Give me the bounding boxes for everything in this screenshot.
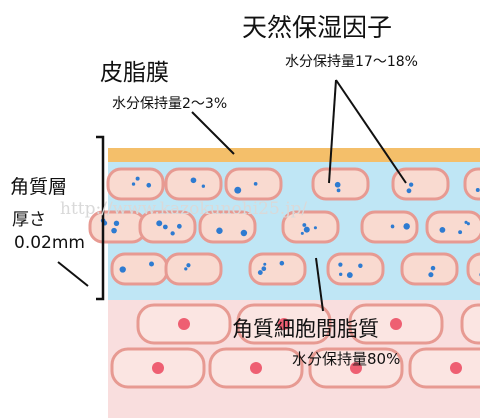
corneocyte <box>391 167 450 201</box>
nmf-leader-line-right <box>335 79 407 184</box>
nmf-dot <box>253 181 258 186</box>
nmf-dot <box>458 230 463 235</box>
nmf-dot <box>439 227 446 233</box>
stratum-corneum-title: 角質層 <box>10 176 67 198</box>
nmf-water-retention: 水分保持量17～18% <box>285 54 418 70</box>
lower-cell <box>460 303 480 345</box>
nmf-dot <box>464 220 468 224</box>
thickness-bracket <box>96 135 105 301</box>
corneocyte <box>248 252 307 286</box>
cell-nucleus <box>278 318 290 330</box>
corneocyte <box>463 167 480 201</box>
nmf-dot <box>184 267 188 271</box>
corneocyte-cells <box>88 167 480 286</box>
nmf-dot <box>313 226 317 230</box>
cell-nucleus <box>390 318 402 330</box>
nmf-title: 天然保湿因子 <box>242 13 392 42</box>
nmf-dot <box>346 272 353 278</box>
sebum-leader-line <box>191 111 235 155</box>
nmf-dot <box>406 188 412 194</box>
nmf-dot <box>201 184 205 188</box>
sebum-title: 皮脂膜 <box>100 60 169 86</box>
nmf-dot <box>430 265 436 271</box>
corneocyte <box>311 167 370 201</box>
nmf-dot <box>111 227 117 234</box>
corneocyte <box>360 210 419 244</box>
nmf-dot <box>336 188 341 193</box>
nmf-dot <box>135 176 140 181</box>
thickness-value: 0.02mm <box>14 233 85 253</box>
nmf-dot <box>119 266 126 273</box>
corneocyte <box>466 252 480 286</box>
nmf-dot <box>338 262 343 267</box>
corneocyte <box>164 167 223 201</box>
nmf-dot <box>234 186 242 194</box>
corneocyte <box>281 210 340 244</box>
nmf-dot <box>466 222 470 226</box>
nmf-dot <box>279 260 285 266</box>
lower-cell <box>408 347 480 389</box>
cell-nucleus <box>250 362 262 374</box>
nmf-dot <box>113 220 120 227</box>
nmf-dot <box>146 182 152 188</box>
corneocyte <box>224 167 283 201</box>
nmf-dot <box>186 263 191 268</box>
nmf-dot <box>358 263 363 268</box>
nmf-dot <box>302 223 307 227</box>
nmf-dot <box>176 223 182 229</box>
cell-nucleus <box>350 362 362 374</box>
nmf-dot <box>334 181 341 188</box>
corneocyte <box>106 167 165 201</box>
nmf-dot <box>339 272 343 277</box>
lower-cells <box>110 303 480 389</box>
intercellular-lipid-title: 角質細胞間脂質 <box>232 317 379 341</box>
nmf-dot <box>131 182 136 186</box>
cell-nucleus <box>450 362 462 374</box>
lipid-leader-line <box>315 257 324 312</box>
nmf-dot <box>303 226 310 233</box>
cell-nucleus <box>178 318 190 330</box>
nmf-dot <box>403 223 410 230</box>
sebum-membrane-layer <box>108 148 480 162</box>
nmf-dot <box>475 187 480 192</box>
nmf-dot <box>428 272 434 278</box>
nmf-dot <box>170 231 175 236</box>
sebum-water-retention: 水分保持量2～3% <box>112 96 227 112</box>
nmf-dot <box>149 261 155 267</box>
nmf-dot <box>190 177 197 184</box>
nmf-dot <box>240 229 248 237</box>
corneocyte <box>425 210 480 244</box>
nmf-dot <box>300 231 304 235</box>
lipid-water-retention: 水分保持量80% <box>292 350 400 368</box>
nmf-dot <box>390 224 395 229</box>
nmf-dot <box>263 262 267 266</box>
nmf-dot <box>261 266 267 272</box>
cell-nucleus <box>152 362 164 374</box>
nmf-dot <box>162 224 168 230</box>
nmf-dot <box>408 182 414 187</box>
watermark: http://www.kazokunohi25.jp/ <box>60 199 307 219</box>
nmf-dot <box>257 270 263 275</box>
nmf-dot <box>156 220 163 227</box>
nmf-leader-line-left <box>328 79 337 184</box>
thickness-leader-line <box>57 261 89 287</box>
nmf-dot <box>216 227 223 234</box>
corneocyte <box>164 252 223 286</box>
corneocyte <box>326 252 385 286</box>
thickness-label: 厚さ <box>12 210 46 230</box>
corneocyte <box>400 252 459 286</box>
